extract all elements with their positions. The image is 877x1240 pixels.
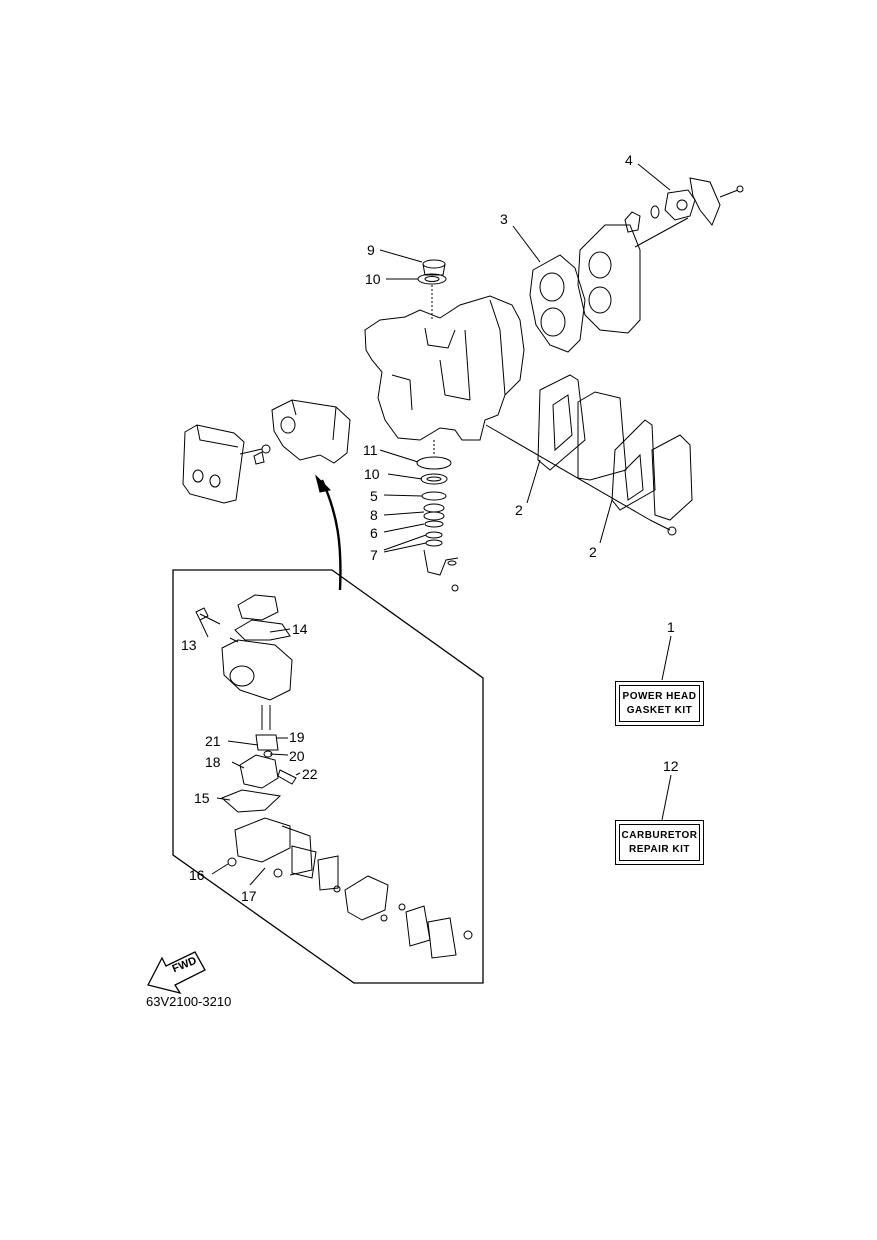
power-head-gasket-kit-inner: POWER HEAD GASKET KIT [619,685,700,722]
callout-2-right: 2 [589,544,597,560]
callout-22: 22 [302,766,318,782]
callout-10-top: 10 [365,271,381,287]
carburetor-repair-kit-inner: CARBURETOR REPAIR KIT [619,824,700,861]
callout-9: 9 [367,242,375,258]
carburetor-internals [195,594,473,959]
callout-11: 11 [363,442,378,458]
lower-seal-stack [416,440,459,592]
callout-2-left: 2 [515,502,523,518]
carburetor-detail-frame [172,569,484,984]
cylinder-head-cover [577,217,689,334]
drawing-code: 63V2100-3210 [146,994,232,1009]
carburetor-kit-line2: REPAIR KIT [629,843,690,855]
power-head-kit-line2: GASKET KIT [626,704,693,716]
callout-8: 8 [370,507,378,523]
leader-lines [199,163,672,886]
carburetor-repair-kit-box: CARBURETOR REPAIR KIT [615,820,704,865]
fwd-arrow-icon [147,951,206,995]
callout-18: 18 [205,754,221,770]
silencer-part [182,424,271,504]
carburetor-kit-line1: CARBURETOR [621,829,698,841]
callout-6: 6 [370,525,378,541]
callout-1: 1 [667,619,675,635]
cylinder-head-gasket [529,254,586,353]
thermostat-cover [624,177,744,233]
callout-10-bottom: 10 [364,466,380,482]
callout-15: 15 [194,790,210,806]
callout-14: 14 [292,621,308,637]
callout-12: 12 [663,758,679,774]
reed-valve-gaskets [485,374,693,536]
callout-5: 5 [370,488,378,504]
callout-7: 7 [370,547,378,563]
callout-3: 3 [500,211,508,227]
power-head-block [364,295,525,441]
callout-13: 13 [181,637,197,653]
callout-21: 21 [205,733,221,749]
power-head-gasket-kit-box: POWER HEAD GASKET KIT [615,681,704,726]
arrow-head [315,474,332,493]
callout-20: 20 [289,748,305,764]
callout-4: 4 [625,152,633,168]
callout-19: 19 [289,729,305,745]
power-head-kit-line1: POWER HEAD [622,690,697,702]
callout-16: 16 [189,867,205,883]
carburetor-body-top [271,399,351,464]
callout-17: 17 [241,888,257,904]
